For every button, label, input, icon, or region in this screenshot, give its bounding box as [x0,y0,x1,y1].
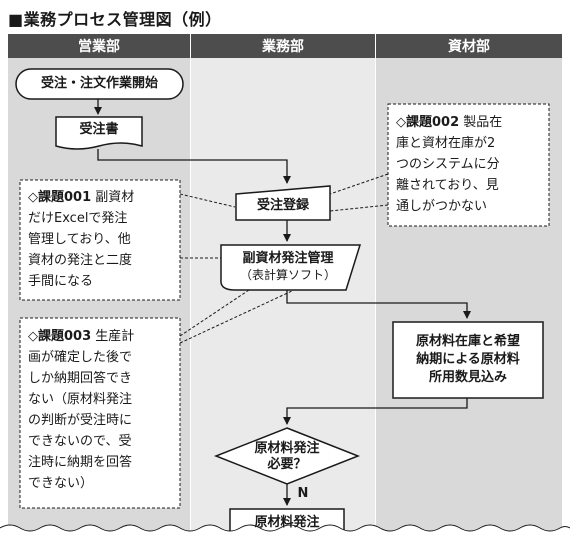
issue-002-id: ◇課題002 [396,115,460,130]
issue-001-id: ◇課題001 [28,190,92,205]
lane-header-materials: 資材部 [376,34,562,58]
issue-002-text: ◇課題002 製品在 庫と資材在庫が2 つのシステムに分 離されており、見 通し… [396,112,548,217]
issue-002-box [387,103,550,227]
cut-node-label: 原材料発注 [254,514,320,530]
issue-003-leader-b [179,289,295,344]
raw-estimate-line-2: 納期による原材料 [416,351,520,367]
torn-edge-line [0,524,570,532]
raw-estimate-line-3: 所用数見込み [428,370,507,386]
issue-003-body: 生産計 画が確定した後で しか納期回答でき ない（原材料発注 の判断が受注時に … [28,329,135,491]
issue-001-text: ◇課題001 副資材 だけExcelで発注 管理しており、他 資材の発注と二度 … [28,187,178,292]
decision-line-2: 必要？ [267,457,307,472]
connector-sub-raw [286,290,471,319]
lane-header-sales: 営業部 [8,34,190,58]
order-doc-shape [55,116,143,150]
sub-material-subtitle: （表計算ソフト） [239,267,336,282]
order-reg-label: 受注登録 [256,197,309,213]
sub-material-label: 副資材発注管理 （表計算ソフト） [222,247,354,287]
start-node-shape [15,68,184,100]
diagram-title: ■業務プロセス管理図（例） [8,10,222,29]
issue-003-box [19,317,181,509]
sub-material-shape [220,244,362,291]
issue-002-body: 製品在 庫と資材在庫が2 つのシステムに分 離されており、見 通しがつかない [396,115,503,214]
order-reg-shape [235,185,331,221]
decision-line-1: 原材料発注 [254,440,320,456]
order-doc-label: 受注書 [79,122,119,138]
issue-001-body: 副資材 だけExcelで発注 管理しており、他 資材の発注と二度 手間になる [28,190,135,289]
raw-estimate-label: 原材料在庫と希望 納期による原材料 所用数見込み [393,322,543,398]
raw-estimate-line-1: 原材料在庫と希望 [415,333,520,349]
issue-003-leader-a [179,283,259,337]
raw-estimate-shape [392,321,544,399]
connector-raw-decision [283,398,468,425]
sub-material-title: 副資材発注管理 [242,251,334,267]
decision-label: 原材料発注 必要？ [226,438,348,476]
issue-001-box [19,179,181,301]
issue-003-id: ◇課題003 [28,329,92,344]
issue-001-leader-a [179,193,236,208]
issue-003-text: ◇課題003 生産計 画が確定した後で しか納期回答でき ない（原材料発注 の判… [28,326,178,494]
connector-doc-reg [97,149,291,184]
issue-002-leader-b [329,204,389,212]
issue-002-leader-a [329,173,389,195]
lane-header-operations: 業務部 [191,34,375,58]
decision-no-label: N [297,485,309,501]
start-node-label: 受注・注文作業開始 [40,75,158,91]
